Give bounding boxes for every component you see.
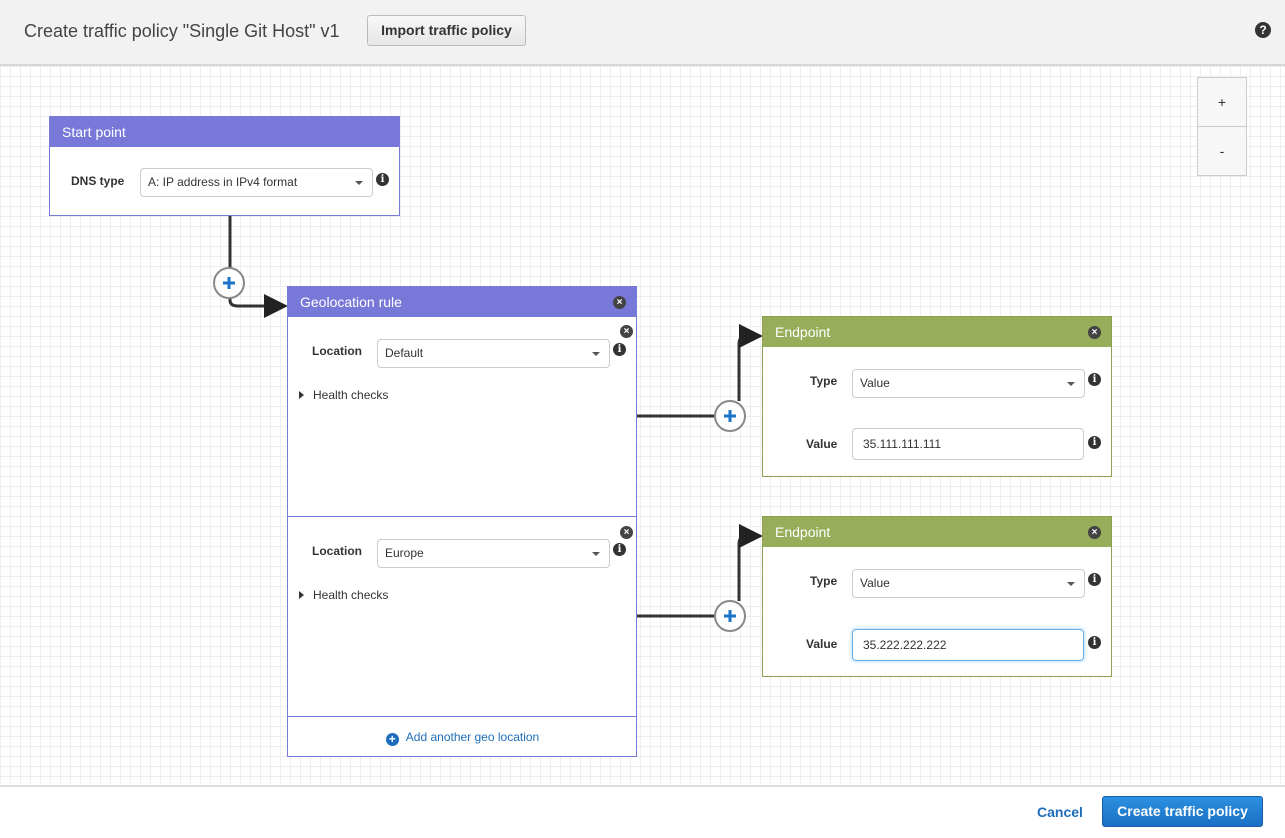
footer <box>0 785 1285 838</box>
info-icon[interactable]: i <box>1088 636 1101 649</box>
select-value: Value <box>860 576 890 590</box>
node-title-text: Endpoint <box>775 524 831 540</box>
health-checks-label: Health checks <box>313 388 389 402</box>
dns-type-label: DNS type <box>71 174 125 188</box>
location-label: Location <box>312 544 362 558</box>
chevron-down-icon <box>1067 582 1075 586</box>
remove-location-icon[interactable]: × <box>620 325 633 338</box>
location-select[interactable]: Europe <box>377 539 610 568</box>
health-checks-label: Health checks <box>313 588 389 602</box>
add-connection-icon <box>213 267 245 299</box>
dns-type-select[interactable]: A: IP address in IPv4 format <box>140 168 373 197</box>
select-value: Value <box>860 376 890 390</box>
zoom-in-button[interactable]: + <box>1197 77 1247 127</box>
endpoint-node: Endpoint × Type Value i Value 35.111.111.… <box>762 316 1112 477</box>
info-icon[interactable]: i <box>1088 436 1101 449</box>
cancel-button[interactable]: Cancel <box>1037 804 1083 820</box>
create-traffic-policy-button[interactable]: Create traffic policy <box>1102 796 1263 827</box>
page-title: Create traffic policy "Single Git Host" … <box>24 21 340 41</box>
chevron-down-icon <box>592 352 600 356</box>
info-icon[interactable]: i <box>613 343 626 356</box>
value-label: Value <box>806 437 838 451</box>
connector-start-geo <box>228 216 285 306</box>
node-title-text: Endpoint <box>775 324 831 340</box>
add-connection-icon <box>714 600 746 632</box>
location-select[interactable]: Default <box>377 339 610 368</box>
close-icon[interactable]: × <box>1088 526 1101 539</box>
zoom-out-button[interactable]: - <box>1197 126 1247 176</box>
health-checks-toggle[interactable]: Health checks <box>299 388 388 402</box>
caret-right-icon <box>299 591 304 599</box>
select-value: A: IP address in IPv4 format <box>148 175 298 189</box>
geo-location-rule: × Location Default i Health checks <box>288 316 637 516</box>
select-value: Default <box>385 346 424 360</box>
type-label: Type <box>810 374 838 388</box>
info-icon[interactable]: i <box>613 543 626 556</box>
add-geo-location-label: Add another geo location <box>405 730 540 744</box>
plus-circle-icon: + <box>385 733 399 746</box>
value-label: Value <box>806 637 838 651</box>
info-icon[interactable]: i <box>1088 373 1101 386</box>
header: Create traffic policy "Single Git Host" … <box>0 0 1285 66</box>
add-geo-location-button[interactable]: + Add another geo location <box>288 716 637 756</box>
endpoint-value-input[interactable]: 35.111.111.111 <box>852 428 1084 460</box>
endpoint-node: Endpoint × Type Value i Value 35.222.222.… <box>762 516 1112 677</box>
type-label: Type <box>810 574 838 588</box>
remove-location-icon[interactable]: × <box>620 526 633 539</box>
start-point-node: Start point DNS type A: IP address in IP… <box>49 116 400 216</box>
node-title: Endpoint × <box>763 317 1111 347</box>
connectors <box>213 216 1285 632</box>
endpoint-type-select[interactable]: Value <box>852 369 1085 398</box>
chevron-down-icon <box>355 181 363 185</box>
info-icon[interactable]: i <box>376 173 389 186</box>
geo-location-rule: × Location Europe i Health checks <box>288 516 637 716</box>
chevron-down-icon <box>592 552 600 556</box>
add-connection-icon <box>714 400 746 432</box>
node-title: Endpoint × <box>763 517 1111 547</box>
chevron-down-icon <box>1067 382 1075 386</box>
endpoint-type-select[interactable]: Value <box>852 569 1085 598</box>
close-icon[interactable]: × <box>613 296 626 309</box>
connector-geo-endpoint1 <box>637 336 760 418</box>
info-icon[interactable]: i <box>1088 573 1101 586</box>
geolocation-rule-node: Geolocation rule × × Location Default i H… <box>287 286 637 757</box>
import-traffic-policy-button[interactable]: Import traffic policy <box>367 15 526 46</box>
node-title-text: Geolocation rule <box>300 294 402 310</box>
connector-geo-endpoint2 <box>637 536 760 618</box>
node-title: Geolocation rule × <box>288 287 636 317</box>
help-icon[interactable]: ? <box>1255 22 1271 38</box>
caret-right-icon <box>299 391 304 399</box>
select-value: Europe <box>385 546 424 560</box>
health-checks-toggle[interactable]: Health checks <box>299 588 388 602</box>
close-icon[interactable]: × <box>1088 326 1101 339</box>
node-title: Start point <box>50 117 399 147</box>
endpoint-value-input[interactable]: 35.222.222.222 <box>852 629 1084 661</box>
location-label: Location <box>312 344 362 358</box>
